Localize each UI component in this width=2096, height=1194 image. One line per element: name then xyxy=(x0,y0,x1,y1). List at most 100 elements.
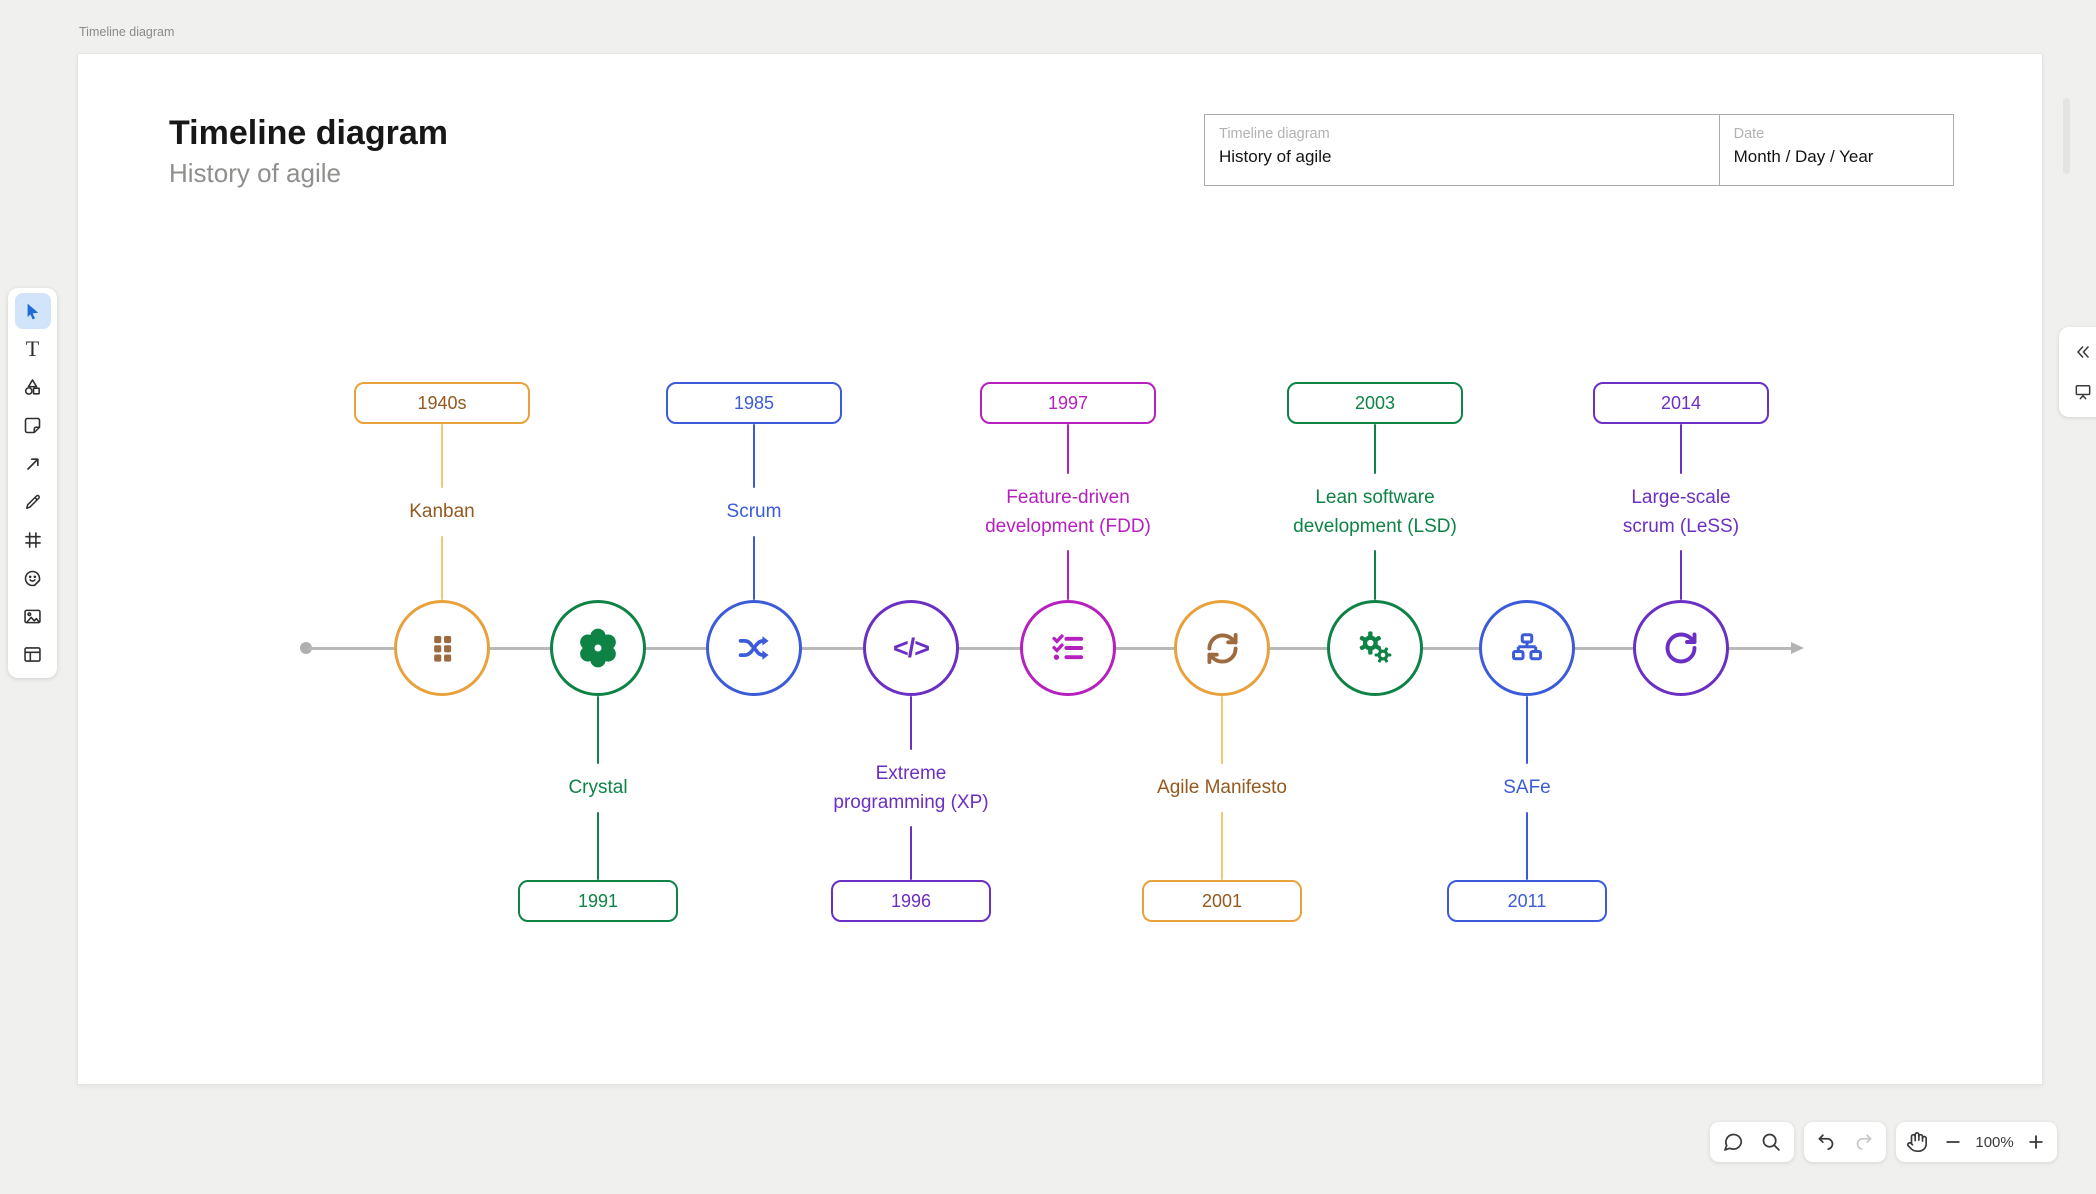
timeline-node-safe[interactable]: SAFe 2011 xyxy=(1417,696,1637,922)
connector-line xyxy=(440,424,444,489)
timeline-node-fdd[interactable]: 1997 Feature-driven development (FDD) xyxy=(958,382,1178,600)
comment-icon xyxy=(1722,1131,1744,1153)
chevrons-left-icon xyxy=(2073,342,2093,362)
timeline-circle-crystal[interactable] xyxy=(550,600,646,696)
node-label[interactable]: Scrum xyxy=(726,501,782,523)
rotate-cw-icon xyxy=(1663,630,1699,666)
meta-date-value[interactable]: Month / Day / Year xyxy=(1733,147,1874,166)
redo-button[interactable] xyxy=(1849,1127,1879,1157)
frame-name-label[interactable]: Timeline diagram xyxy=(79,25,175,39)
zoom-controls-group: 100% xyxy=(1896,1122,2057,1162)
collapse-panel-button[interactable] xyxy=(2068,337,2096,367)
undo-redo-group xyxy=(1804,1122,1886,1162)
shuffle-icon xyxy=(735,629,773,667)
year-badge[interactable]: 1996 xyxy=(831,880,991,922)
node-label[interactable]: Extreme programming (XP) xyxy=(833,762,989,813)
connector-line xyxy=(1373,550,1377,600)
kanban-board-icon xyxy=(424,630,461,667)
year-badge[interactable]: 1985 xyxy=(666,382,842,424)
sticky-note-tool-button[interactable] xyxy=(15,408,51,444)
year-text: 1991 xyxy=(577,890,619,911)
meta-date-cell[interactable]: Date Month / Day / Year xyxy=(1718,115,1953,185)
minus-icon xyxy=(1943,1132,1963,1152)
timeline-circle-scrum[interactable] xyxy=(706,600,802,696)
connector-line xyxy=(1220,696,1224,765)
frame-tool-button[interactable] xyxy=(15,522,51,558)
checklist-icon xyxy=(1049,629,1087,667)
canvas[interactable]: Timeline diagram History of agile Timeli… xyxy=(77,53,2043,1085)
meta-name-value[interactable]: History of agile xyxy=(1219,147,1332,166)
hierarchy-icon xyxy=(1508,629,1546,667)
timeline-circle-lsd[interactable] xyxy=(1327,600,1423,696)
year-badge[interactable]: 1940s xyxy=(354,382,530,424)
year-text: 2003 xyxy=(1354,392,1396,413)
timeline-node-xp[interactable]: Extreme programming (XP) 1996 xyxy=(801,696,1021,922)
meta-name-cell[interactable]: Timeline diagram History of agile xyxy=(1205,115,1719,185)
gears-icon xyxy=(1355,628,1395,668)
timeline-circle-fdd[interactable] xyxy=(1020,600,1116,696)
year-badge[interactable]: 1991 xyxy=(518,880,678,922)
timeline-circle-agile-manifesto[interactable] xyxy=(1174,600,1270,696)
node-label[interactable]: Agile Manifesto xyxy=(1157,777,1287,799)
cursor-icon xyxy=(23,301,43,321)
node-label[interactable]: Large-scale scrum (LeSS) xyxy=(1622,486,1740,537)
connector-line xyxy=(909,826,913,880)
year-badge[interactable]: 2001 xyxy=(1142,880,1302,922)
pencil-tool-button[interactable] xyxy=(15,484,51,520)
crystal-icon xyxy=(577,627,619,669)
arrow-tool-button[interactable] xyxy=(15,446,51,482)
year-text: 2014 xyxy=(1660,392,1702,413)
timeline-circle-xp[interactable]: </> xyxy=(863,600,959,696)
side-panel-controls xyxy=(2059,327,2096,417)
connector-line xyxy=(1679,550,1683,600)
zoom-level-display[interactable]: 100% xyxy=(1975,1133,2014,1151)
timeline-circle-safe[interactable] xyxy=(1479,600,1575,696)
connector-line xyxy=(1220,811,1224,880)
undo-button[interactable] xyxy=(1811,1127,1841,1157)
zoom-in-button[interactable] xyxy=(2021,1127,2051,1157)
hand-tool-button[interactable] xyxy=(1902,1127,1932,1157)
node-label[interactable]: Crystal xyxy=(568,777,628,799)
table-tool-button[interactable] xyxy=(15,637,51,673)
comment-button[interactable] xyxy=(1718,1127,1748,1157)
diagram-title[interactable]: Timeline diagram xyxy=(169,114,449,152)
connector-line xyxy=(752,424,756,489)
image-icon xyxy=(22,606,43,627)
node-label[interactable]: Lean software development (LSD) xyxy=(1293,486,1457,537)
comment-search-group xyxy=(1710,1122,1794,1162)
timeline-node-lsd[interactable]: 2003 Lean software development (LSD) xyxy=(1265,382,1485,600)
search-icon xyxy=(1760,1131,1782,1153)
timeline-circle-kanban[interactable] xyxy=(394,600,490,696)
year-badge[interactable]: 2003 xyxy=(1287,382,1463,424)
timeline-node-less[interactable]: 2014 Large-scale scrum (LeSS) xyxy=(1571,382,1791,600)
timeline-node-crystal[interactable]: Crystal 1991 xyxy=(488,696,708,922)
pencil-icon xyxy=(23,492,43,512)
year-badge[interactable]: 1997 xyxy=(980,382,1156,424)
timeline-node-kanban[interactable]: 1940s Kanban xyxy=(332,382,552,600)
node-label[interactable]: Feature-driven development (FDD) xyxy=(985,486,1151,537)
present-button[interactable] xyxy=(2068,377,2096,407)
sticky-note-icon xyxy=(22,415,43,436)
timeline-node-scrum[interactable]: 1985 Scrum xyxy=(644,382,864,600)
image-tool-button[interactable] xyxy=(15,599,51,635)
year-badge[interactable]: 2011 xyxy=(1447,880,1607,922)
text-icon: T xyxy=(25,336,40,362)
select-tool-button[interactable] xyxy=(14,293,51,329)
zoom-out-button[interactable] xyxy=(1938,1127,1968,1157)
node-label[interactable]: Kanban xyxy=(409,501,475,523)
diagram-subtitle[interactable]: History of agile xyxy=(169,158,341,188)
timeline-start-dot xyxy=(300,642,312,654)
sticker-tool-button[interactable] xyxy=(15,561,51,597)
node-label[interactable]: SAFe xyxy=(1503,777,1551,799)
presentation-icon xyxy=(2073,382,2093,402)
year-badge[interactable]: 2014 xyxy=(1593,382,1769,424)
connector-line xyxy=(1525,811,1529,880)
vertical-scrollbar[interactable] xyxy=(2063,98,2070,174)
tool-palette: T xyxy=(8,288,57,678)
connector-line xyxy=(1066,550,1070,600)
timeline-node-agile-manifesto[interactable]: Agile Manifesto 2001 xyxy=(1112,696,1332,922)
text-tool-button[interactable]: T xyxy=(15,331,51,367)
shape-tool-button[interactable] xyxy=(15,369,51,405)
timeline-circle-less[interactable] xyxy=(1633,600,1729,696)
search-button[interactable] xyxy=(1756,1127,1786,1157)
